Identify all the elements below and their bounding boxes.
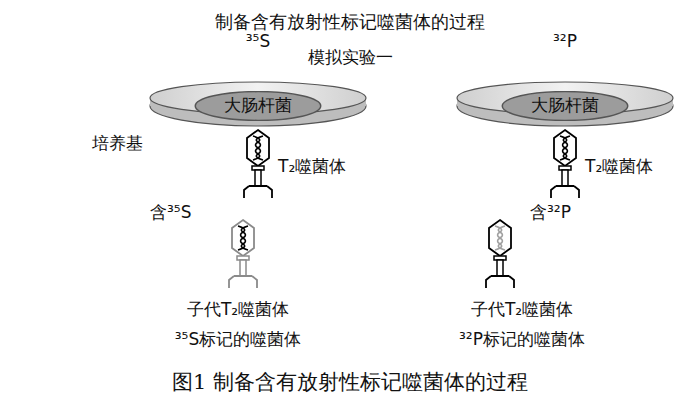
node-label: 大肠杆菌 <box>224 96 292 116</box>
phage-icon <box>551 130 579 198</box>
culture-plate <box>457 82 673 126</box>
figure-label: T₂噬菌体 <box>278 157 346 177</box>
labelled-protein-phage <box>229 220 257 288</box>
figure-label: ³⁵S <box>246 32 270 52</box>
figure-label: 含³⁵S <box>150 203 191 223</box>
figure-caption: 图1 制备含有放射性标记噬菌体的过程 <box>172 370 528 394</box>
figure-label: ³⁵S标记的噬菌体 <box>175 330 301 350</box>
figure-label: 子代T₂噬菌体 <box>471 300 573 320</box>
figure-label: ³²P标记的噬菌体 <box>459 330 585 350</box>
figure-label: ³²P <box>553 32 577 52</box>
node-label: 大肠杆菌 <box>531 96 599 116</box>
figure-title: 制备含有放射性标记噬菌体的过程 <box>215 12 485 33</box>
figure-label: 模拟实验一 <box>308 48 393 68</box>
phage-icon <box>244 130 272 198</box>
labelled-dna-phage <box>486 220 514 288</box>
culture-plate <box>150 82 366 126</box>
figure-label: 含³²P <box>530 203 571 223</box>
bacteria-colony: 大肠杆菌 <box>501 91 629 121</box>
figure-label: T₂噬菌体 <box>585 157 653 177</box>
figure-label: 子代T₂噬菌体 <box>187 300 289 320</box>
figure-label: 培养基 <box>92 134 143 154</box>
bacteria-colony: 大肠杆菌 <box>194 91 322 121</box>
